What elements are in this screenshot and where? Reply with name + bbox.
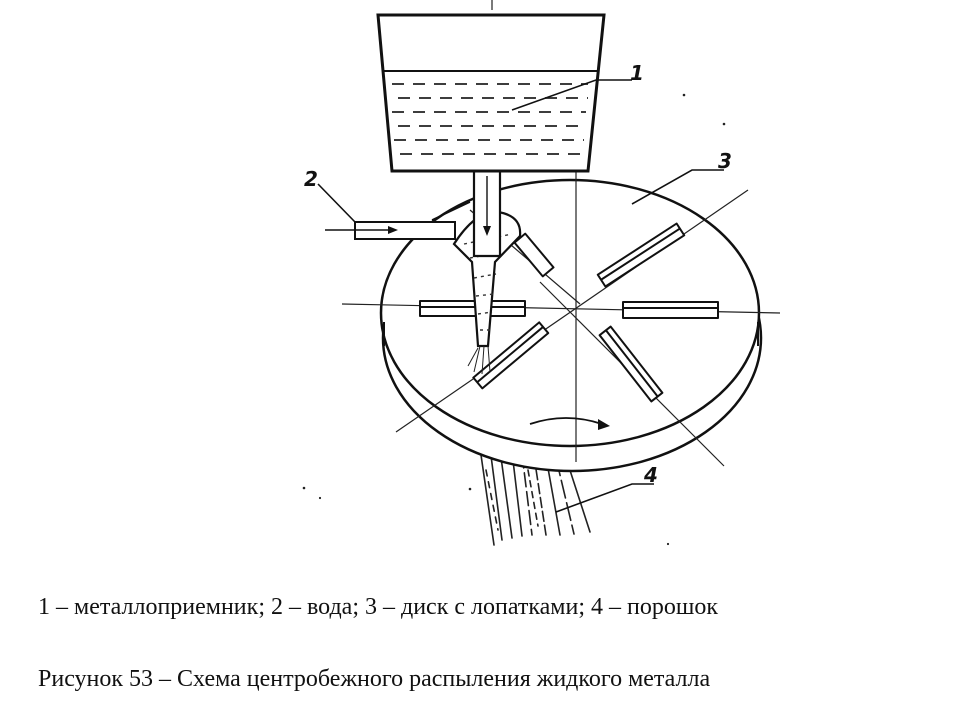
blade-lower-right bbox=[598, 325, 664, 403]
atomizing-cone bbox=[452, 210, 522, 375]
callout-1: 1 bbox=[630, 61, 644, 85]
centrifugal-atomization-diagram: 1 2 3 4 bbox=[302, 0, 781, 546]
specks bbox=[302, 93, 726, 546]
feed-tube bbox=[472, 170, 502, 258]
blade-lower-left bbox=[472, 321, 550, 390]
rotation-arrow bbox=[529, 417, 610, 430]
disc-blades bbox=[419, 222, 719, 403]
blade-upper-right bbox=[596, 222, 686, 288]
callout-2: 2 bbox=[304, 167, 318, 191]
leader-lines bbox=[317, 79, 724, 513]
metal-receiver bbox=[376, 13, 606, 173]
figure-legend: 1 – металлоприемник; 2 – вода; 3 – диск … bbox=[38, 594, 718, 620]
callout-4: 4 bbox=[643, 463, 658, 487]
water-pipe bbox=[325, 221, 456, 240]
blade-upper-left bbox=[513, 232, 555, 278]
callout-3: 3 bbox=[718, 149, 732, 173]
figure-caption: Рисунок 53 – Схема центробежного распыле… bbox=[38, 666, 711, 692]
